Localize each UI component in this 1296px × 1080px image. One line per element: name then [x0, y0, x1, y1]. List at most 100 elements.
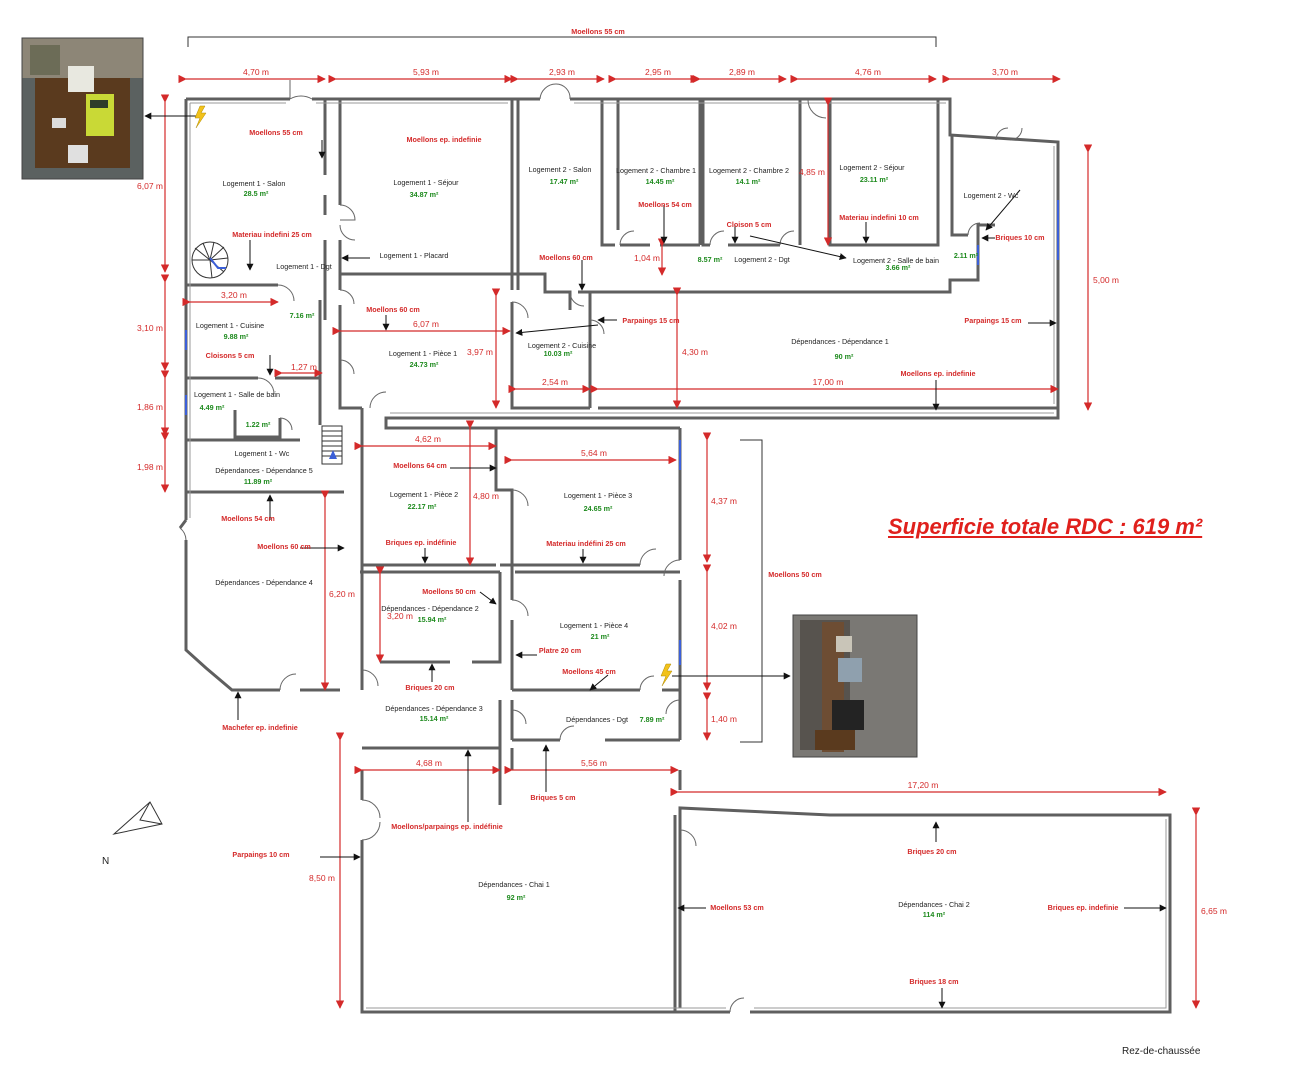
walls — [178, 97, 1172, 1014]
material-label: Moellons 60 cm — [539, 253, 593, 262]
material-label: Materiau indefini 25 cm — [232, 230, 311, 239]
dimension-label: 1,98 m — [137, 462, 163, 472]
dimension-label: 4,76 m — [855, 67, 881, 77]
material-label: Moellons 50 cm — [422, 587, 476, 596]
material-label: Briques 20 cm — [907, 847, 956, 856]
dimension-label: 6,07 m — [413, 319, 439, 329]
room-area: 114 m² — [923, 910, 946, 919]
material-label: Moellons 64 cm — [393, 461, 447, 470]
top-wall-label: Moellons 55 cm — [571, 27, 625, 36]
room-area: 24.65 m² — [584, 504, 613, 513]
total-area-title: Superficie totale RDC : 619 m² — [888, 514, 1203, 539]
gas-meter-photo — [792, 614, 918, 758]
room-name: Dépendances - Dépendance 1 — [791, 337, 889, 346]
material-label: Moellons 60 cm — [366, 305, 420, 314]
room-area: 7.89 m² — [640, 715, 665, 724]
room-name: Logement 1 - Cuisine — [196, 321, 264, 330]
dimension-label: 1,04 m — [634, 253, 660, 263]
room-name: Logement 2 - Cuisine — [528, 341, 596, 350]
material-label: Moellons 54 cm — [221, 514, 275, 523]
dimension-label: 2,93 m — [549, 67, 575, 77]
room-area: 21 m² — [591, 632, 610, 641]
room-name: Dépendances - Chai 1 — [478, 880, 550, 889]
room-area: 90 m² — [835, 352, 854, 361]
dimension-label: 6,20 m — [329, 589, 355, 599]
windows — [185, 200, 1059, 665]
material-label: Materiau indéfini 25 cm — [546, 539, 625, 548]
dimension-label: 4,80 m — [473, 491, 499, 501]
dimension-label: 4,70 m — [243, 67, 269, 77]
dimension-label: 3,20 m — [387, 611, 413, 621]
level-label: Rez-de-chaussée — [1122, 1046, 1201, 1057]
dimension-label: 4,37 m — [711, 496, 737, 506]
material-label: Cloison 5 cm — [727, 220, 772, 229]
dimension-label: 4,30 m — [682, 347, 708, 357]
room-area: 92 m² — [507, 893, 526, 902]
room-name: Logement 1 - Wc — [235, 449, 290, 458]
room-area: 28.5 m² — [244, 189, 269, 198]
room-area: 11.89 m² — [244, 477, 273, 486]
material-label: Moellons ep. indefinie — [406, 135, 481, 144]
room-area: 14.45 m² — [646, 177, 675, 186]
dimension-label: 1,27 m — [291, 362, 317, 372]
room-name: Logement 2 - Chambre 1 — [616, 166, 696, 175]
room-labels: Logement 1 - Salon Logement 1 - Séjour L… — [194, 163, 1019, 909]
room-area: 24.73 m² — [410, 360, 439, 369]
room-name: Logement 2 - Salon — [529, 165, 592, 174]
room-area: 4.49 m² — [200, 403, 225, 412]
dimension-label: 4,62 m — [415, 434, 441, 444]
dimension-label: 4,68 m — [416, 758, 442, 768]
material-label: Parpaings 15 cm — [964, 316, 1021, 325]
room-area: 9.88 m² — [224, 332, 249, 341]
room-area: 14.1 m² — [736, 177, 761, 186]
dimension-label: 3,97 m — [467, 347, 493, 357]
stairs-icon — [321, 425, 343, 465]
room-name: Logement 1 - Placard — [380, 251, 449, 260]
material-label: Moellons/parpaings ep. indéfinie — [391, 822, 502, 831]
material-label: Parpaings 15 cm — [622, 316, 679, 325]
room-name: Dépendances - Dgt — [566, 715, 628, 724]
room-name: Logement 2 - Dgt — [734, 255, 790, 264]
dimension-labels: 4,70 m 5,93 m 2,93 m 2,95 m 2,89 m 4,76 … — [137, 67, 1227, 916]
room-name: Logement 2 - Wc — [964, 191, 1019, 200]
dimension-label: 6,07 m — [137, 181, 163, 191]
lightning-bolt-icon — [660, 663, 673, 687]
dimension-label: 3,10 m — [137, 323, 163, 333]
room-area: 3.66 m² — [886, 263, 911, 272]
material-label: Briques 10 cm — [995, 233, 1044, 242]
dimension-label: 1,40 m — [711, 714, 737, 724]
material-label: Materiau indefini 10 cm — [839, 213, 918, 222]
dimension-label: 2,54 m — [542, 377, 568, 387]
dimension-label: 3,20 m — [221, 290, 247, 300]
room-name: Dépendances - Dépendance 4 — [215, 578, 313, 587]
material-label: Briques ep. indéfinie — [386, 538, 457, 547]
dimension-label: 2,89 m — [729, 67, 755, 77]
electric-panel-photo — [21, 37, 144, 180]
room-area: 15.94 m² — [418, 615, 447, 624]
room-name: Dépendances - Chai 2 — [898, 900, 970, 909]
north-arrow-icon — [112, 801, 163, 835]
material-label: Moellons 45 cm — [562, 667, 616, 676]
material-label: Moellons 50 cm — [768, 570, 822, 579]
material-label: Briques 5 cm — [530, 793, 575, 802]
room-name: Logement 1 - Pièce 4 — [560, 621, 628, 630]
room-area: 34.87 m² — [410, 190, 439, 199]
material-label: Cloisons 5 cm — [206, 351, 255, 360]
room-name: Logement 2 - Chambre 2 — [709, 166, 789, 175]
material-label: Moellons ep. indefinie — [900, 369, 975, 378]
room-name: Logement 1 - Pièce 1 — [389, 349, 457, 358]
room-name: Dépendances - Dépendance 2 — [381, 604, 479, 613]
room-area: 15.14 m² — [420, 714, 449, 723]
dimension-label: 5,93 m — [413, 67, 439, 77]
door-swings — [179, 80, 1023, 1013]
material-label: Moellons 60 cm — [257, 542, 311, 551]
dimension-label: 6,65 m — [1201, 906, 1227, 916]
dimension-label: 5,64 m — [581, 448, 607, 458]
dimension-label: 8,50 m — [309, 873, 335, 883]
material-arrows — [144, 112, 1167, 1009]
north-label: N — [102, 856, 110, 867]
room-name: Logement 2 - Salle de bain — [853, 256, 939, 265]
room-area: 17.47 m² — [550, 177, 579, 186]
material-label: Briques 20 cm — [405, 683, 454, 692]
